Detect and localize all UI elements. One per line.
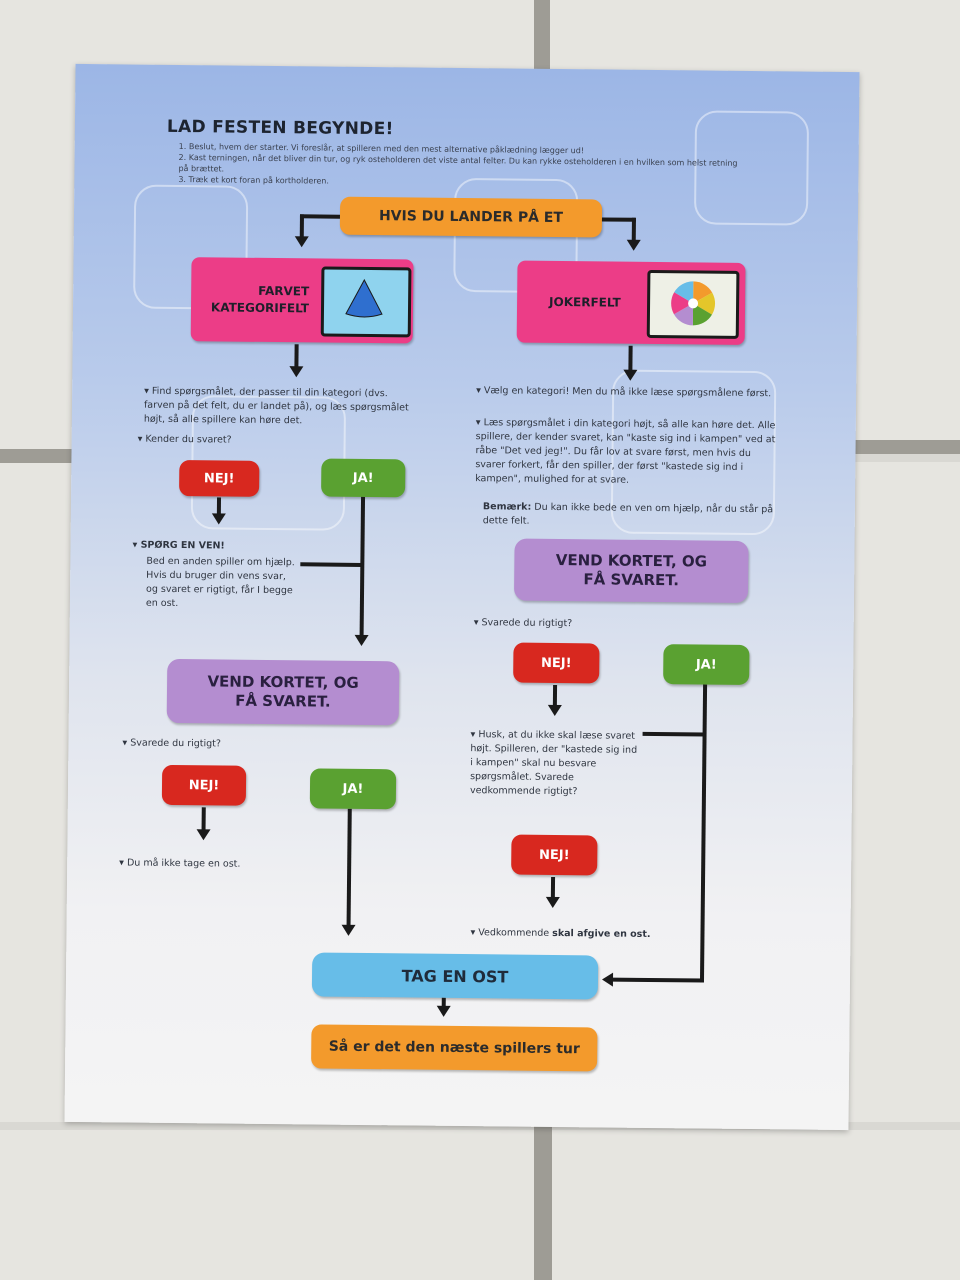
right-yes-box: JA!	[663, 644, 750, 686]
joker-note: Bemærk: Du kan ikke bede en ven om hjælp…	[482, 501, 774, 527]
floor-tile	[0, 1130, 535, 1280]
connector-line	[300, 562, 363, 567]
connector-line	[346, 808, 352, 927]
left-turn-card-box: VEND KORTET, OG FÅ SVARET.	[166, 658, 400, 726]
right-answer-question: ▾ Svarede du rigtigt?	[473, 617, 573, 630]
take-cheese-box: TAG EN OST	[311, 952, 599, 1000]
connector-line	[642, 731, 705, 737]
connector-line	[294, 344, 299, 369]
joker-instruction-1: ▾ Vælg en kategori! Men du må ikke læse …	[476, 385, 772, 400]
connector-arrow	[626, 239, 641, 251]
color-wheel-card-icon	[646, 269, 740, 339]
category-field-label: FARVET KATEGORIFELT	[210, 283, 310, 316]
connector-line	[631, 217, 636, 242]
connector-arrow	[545, 896, 560, 909]
connector-arrow	[354, 634, 369, 647]
connector-line	[699, 684, 708, 983]
ask-friend-title: ▾ SPØRG EN VEN!	[132, 539, 225, 552]
connector-line	[299, 214, 304, 239]
connector-arrow	[289, 366, 304, 378]
connector-arrow	[196, 829, 211, 841]
joker-field-label: JOKERFELT	[549, 294, 621, 310]
connector-line	[628, 345, 633, 372]
rules-sheet: LAD FESTEN BEGYNDE! 1. Beslut, hvem der …	[64, 63, 860, 1131]
remember-text: ▾ Husk, at du ikke skal læse svaret højt…	[469, 729, 638, 798]
no-cheese-text: ▾ Du må ikke tage en ost.	[119, 857, 241, 870]
steps-list: 1. Beslut, hvem der starter. Vi foreslår…	[178, 141, 738, 191]
right-no-box: NEJ!	[513, 642, 600, 684]
right-no-box-2: NEJ!	[511, 834, 598, 876]
right-turn-card-box: VEND KORTET, OG FÅ SVARET.	[513, 538, 749, 603]
floor-tile	[552, 1130, 960, 1280]
floor-grout	[534, 0, 550, 70]
give-cheese-text: ▾ Vedkommende skal afgive en ost.	[470, 927, 651, 940]
floor-grout	[534, 1124, 552, 1280]
left-answer-question: ▾ Svarede du rigtigt?	[122, 737, 222, 750]
connector-line	[299, 214, 340, 219]
ask-friend-text: Bed en anden spiller om hjælp. Hvis du b…	[145, 555, 295, 610]
left-no-box-2: NEJ!	[161, 764, 247, 806]
connector-arrow	[547, 704, 562, 717]
connector-line	[201, 807, 206, 832]
connector-arrow	[436, 1005, 451, 1017]
connector-arrow	[341, 924, 356, 936]
connector-arrow	[211, 513, 226, 525]
joker-field-box: JOKERFELT	[516, 260, 746, 345]
category-instruction: ▾ Find spørgsmålet, der passer til din k…	[143, 385, 409, 427]
category-field-box: FARVET KATEGORIFELT	[190, 257, 414, 344]
start-box: HVIS DU LANDER PÅ ET	[339, 196, 603, 238]
left-no-box: NEJ!	[179, 460, 260, 497]
blue-triangle-card-icon	[320, 266, 412, 338]
left-yes-box-2: JA!	[309, 768, 397, 810]
next-turn-box: Så er det den næste spillers tur	[311, 1024, 598, 1072]
joker-instruction-2: ▾ Læs spørgsmålet i din kategori højt, s…	[475, 417, 776, 486]
page-title: LAD FESTEN BEGYNDE!	[166, 116, 394, 140]
connector-line	[611, 977, 705, 983]
connector-arrow	[294, 236, 309, 248]
floor-grout	[835, 440, 960, 454]
connector-arrow	[601, 972, 614, 987]
know-answer-question: ▾ Kender du svaret?	[137, 433, 232, 446]
connector-line	[601, 217, 636, 222]
connector-line	[552, 684, 558, 707]
connector-arrow	[623, 369, 638, 381]
connector-line	[550, 876, 556, 899]
left-yes-box: JA!	[321, 458, 406, 498]
